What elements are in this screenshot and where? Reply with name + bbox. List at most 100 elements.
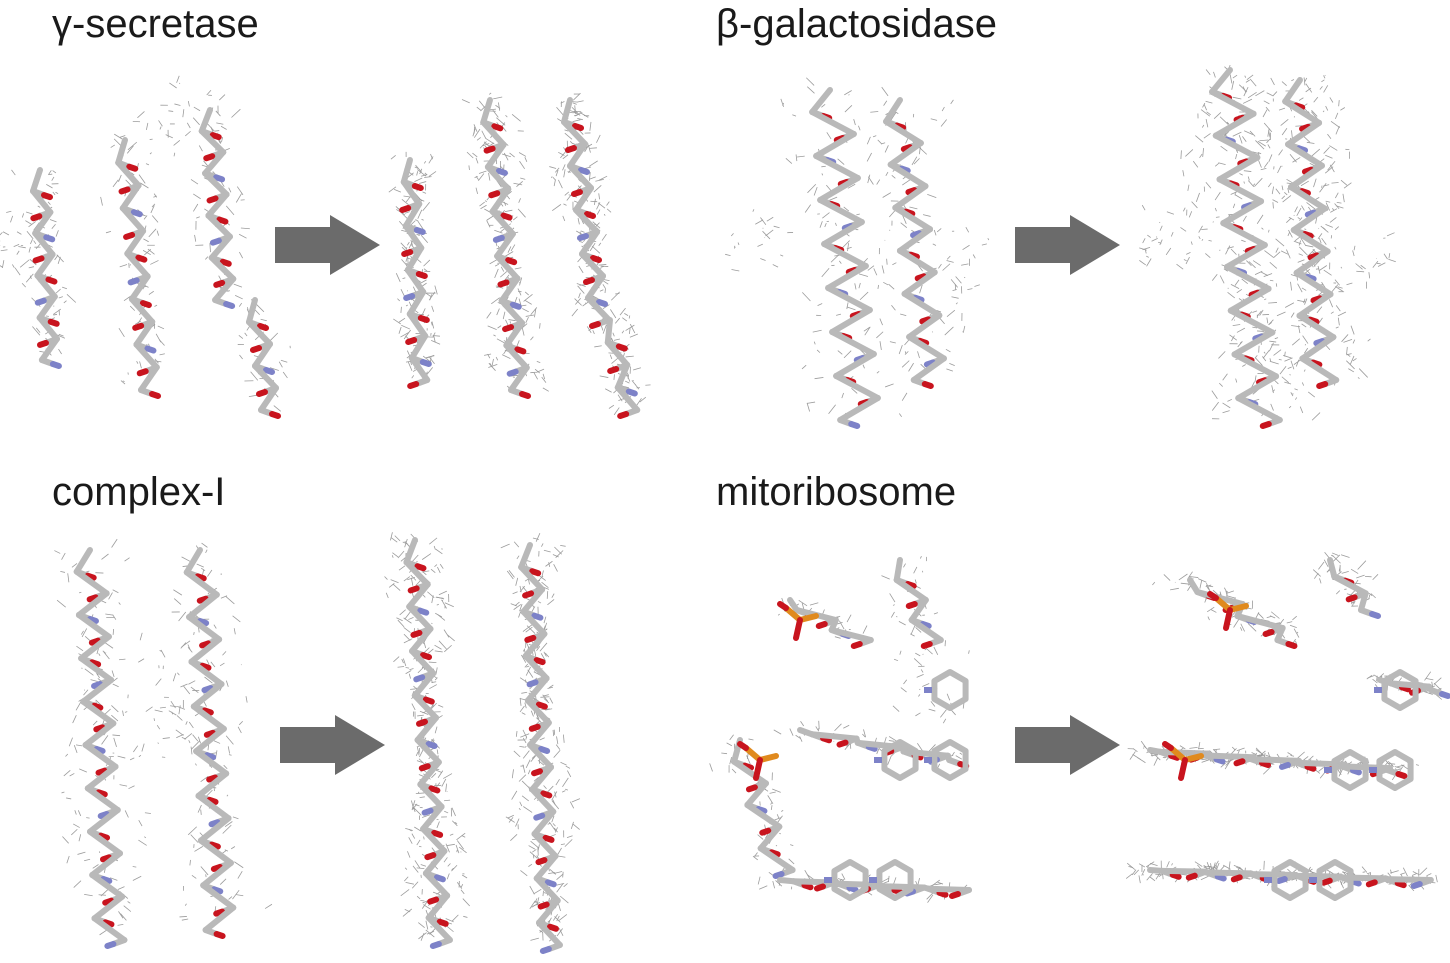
bond [186,614,223,643]
mesh-line [548,872,556,875]
mesh-line [553,871,563,874]
bond [133,318,156,348]
mesh-line [915,712,921,717]
mesh-line [903,563,906,568]
mesh-line [633,367,642,371]
mesh-line [614,317,621,324]
mesh-line [1325,200,1331,203]
mesh-line [1304,298,1308,305]
mesh-line [731,768,737,774]
mesh-line [1207,616,1210,621]
nitrogen-atom [578,167,590,175]
mesh-line [1329,164,1335,173]
mesh-line [1269,340,1277,343]
mesh-line [460,889,465,895]
oxygen-atom [540,790,553,799]
mesh-line [1290,281,1292,291]
oxygen-atom [149,391,161,399]
mesh-line [1194,861,1203,867]
oxygen-atom [136,368,149,377]
bond [494,253,521,282]
mesh-line [558,914,568,922]
mesh-line [1195,135,1204,143]
mesh-line [813,341,816,345]
mesh-line [1346,360,1355,370]
mesh-line [406,241,410,246]
mesh-line [447,863,451,867]
mesh-line [21,213,25,218]
mesh-line [443,629,450,638]
mesh-line [200,567,206,572]
nitrogen-atom [1410,881,1423,889]
mesh-line [624,313,629,316]
nitrogen-atom [100,876,113,884]
mesh-line [1303,298,1306,304]
mesh-line [863,729,867,738]
mesh-line [112,734,121,737]
mesh-line [842,240,850,249]
mesh-line [488,142,495,147]
mesh-line [536,897,540,906]
mesh-line [73,880,82,888]
nitrogen-atom [755,806,768,814]
mesh-line [572,102,577,105]
mesh-line [186,122,191,129]
bond [1287,184,1328,212]
oxygen-atom [420,652,433,661]
mesh-line [1191,201,1198,209]
mesh-line [518,774,527,782]
mesh-line [1236,747,1245,752]
mesh-line [927,894,934,903]
mesh-line [547,822,551,825]
mesh-line [508,319,516,322]
mesh-line [47,170,52,176]
mesh-line [610,291,620,301]
mesh-line [170,700,176,709]
mesh-line [475,157,479,164]
mesh-line [1205,69,1211,76]
mesh-line [1302,335,1309,344]
mesh-line [562,164,566,171]
mesh-line [100,196,103,206]
mesh-line [558,903,561,911]
mesh-line [1325,105,1329,111]
bond [527,719,552,748]
base-ring [831,859,869,901]
bond [34,251,56,279]
mesh-line [220,595,228,599]
bond [1293,269,1334,298]
mesh-line [48,173,53,176]
mesh-line [458,846,467,854]
mesh-line [411,800,416,809]
oxygen-atom [801,882,814,891]
nitrogen-atom [209,237,222,246]
mesh-line [802,292,811,302]
oxygen-atom [590,255,602,263]
mesh-line [834,723,842,732]
mesh-line [1289,624,1297,628]
base-ring [876,859,914,901]
mesh-line [1293,628,1300,638]
bond [813,153,861,181]
mesh-line [1232,96,1242,100]
mesh-line [403,329,411,340]
oxygen-atom [414,563,427,572]
mesh-line [530,307,538,315]
mesh-line [1290,392,1294,397]
mesh-line [725,253,731,257]
mesh-line [408,837,413,844]
stick-model [809,87,947,429]
mesh-line [922,214,931,217]
bond [186,591,220,621]
mesh-line [488,172,491,181]
mesh-line [206,89,212,96]
mesh-line [1304,77,1308,82]
mesh-line [14,267,21,276]
mesh-line [562,734,565,743]
mesh-line [510,834,518,841]
mesh-line [151,215,159,223]
mesh-line [429,294,432,301]
nitrogen-atom [492,234,505,243]
bond [825,263,869,291]
mesh-line [223,764,228,770]
